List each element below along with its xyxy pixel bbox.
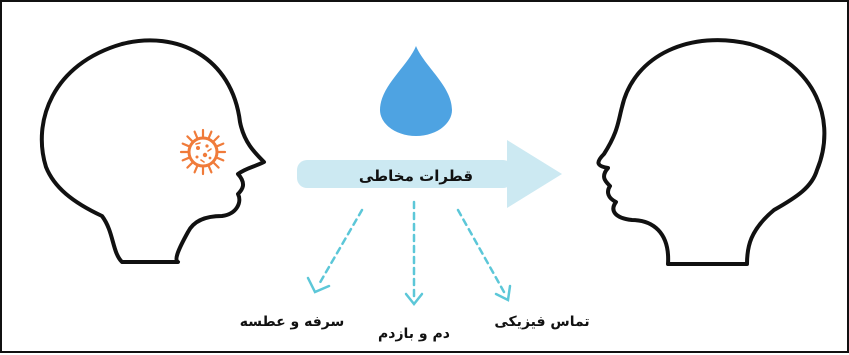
left-head-outline <box>39 38 266 264</box>
right-head-outline <box>596 38 827 266</box>
virus-icon <box>179 128 227 176</box>
arrow-label: قطرات مخاطی <box>359 167 473 185</box>
dashed-arrow-middle <box>404 200 424 307</box>
droplet-icon <box>380 46 452 136</box>
route-label-physical-contact: تماس فیزیکی <box>494 314 589 330</box>
route-label-cough-sneeze: سرفه و عطسه <box>240 314 345 330</box>
dashed-arrow-left <box>306 208 364 294</box>
route-label-breathing: دم و بازدم <box>378 326 450 342</box>
dashed-arrow-right <box>456 208 512 302</box>
transmission-arrow <box>297 140 562 208</box>
